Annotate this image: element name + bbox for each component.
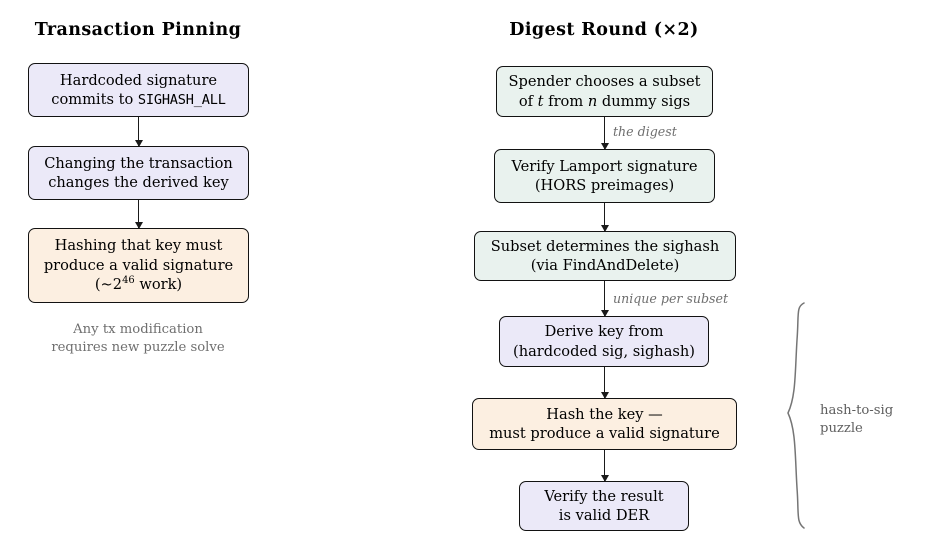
node-line-2: produce a valid signature [43,256,234,274]
arrow-right-2-to-3 [600,203,609,232]
right-heading-text: Digest Round [509,20,648,40]
node-spender-chooses-subset: Spender chooses a subset of t from n dum… [496,66,713,117]
right-column-heading: Digest Round (×2) [509,20,698,40]
arrow-right-1-to-2 [600,117,609,150]
node-line-2: of t from n dummy sigs [519,92,690,111]
line2-part-b: from [543,92,588,110]
node-line-2: commits to SIGHASH_ALL [51,90,226,109]
node-verify-valid-der: Verify the result is valid DER [519,481,689,531]
edge-label-unique-per-subset: unique per subset [613,291,729,306]
node-line-1: Changing the transaction [44,154,233,172]
arrow-left-2-to-3 [134,200,143,229]
node-line-1: Subset determines the sighash [490,237,720,255]
line2-part-c: dummy sigs [597,92,691,110]
node-line-1: Spender chooses a subset [508,73,701,91]
right-heading-multiplier: (×2) [653,20,699,40]
node-line-2: changes the derived key [48,174,229,191]
variable-t: t [537,92,544,110]
hash-to-sig-brace-icon [787,302,805,529]
left-column-caption: Any tx modification requires new puzzle … [51,321,224,357]
node-line-2: (hardcoded sig, sighash) [513,342,695,360]
arrow-right-4-to-5 [600,367,609,399]
brace-label-line-1: hash-to-sig [820,403,894,418]
node-line-1: Hashing that key must [54,237,223,255]
work-suffix: work) [134,276,183,294]
work-exponent: 46 [122,275,135,287]
caption-line-1: Any tx modification [73,322,203,337]
node-line-2: is valid DER [558,507,650,524]
node-line-1: Verify the result [544,487,664,505]
node-line-3: (∼246 work) [95,275,182,294]
node-line-2: (via FindAndDelete) [530,257,680,274]
arrow-right-5-to-6 [600,450,609,482]
node-line-1: Derive key from [544,323,664,341]
arrow-left-1-to-2 [134,117,143,147]
variable-n: n [587,92,598,110]
node-line-1: Hash the key — [546,405,663,423]
node-line-2-text: commits to [51,91,138,108]
left-column-heading: Transaction Pinning [34,20,242,40]
brace-label-line-2: puzzle [820,421,863,437]
caption-line-2: requires new puzzle solve [51,339,225,355]
node-line-1: Verify Lamport signature [511,157,698,175]
work-prefix: (∼2 [94,276,123,294]
node-line-2: must produce a valid signature [489,425,720,442]
node-verify-lamport-signature: Verify Lamport signature (HORS preimages… [494,149,715,203]
brace-label-hash-to-sig-puzzle: hash-to-sig puzzle [820,402,893,438]
node-line-1: Hardcoded signature [59,71,218,89]
line2-part-a: of [518,92,538,110]
node-changing-transaction: Changing the transaction changes the der… [28,146,249,200]
node-derive-key-from: Derive key from (hardcoded sig, sighash) [499,316,709,367]
node-hashing-key-valid-signature: Hashing that key must produce a valid si… [28,228,249,303]
node-subset-determines-sighash: Subset determines the sighash (via FindA… [474,231,736,281]
sighash-all-code: SIGHASH_ALL [137,92,226,108]
node-hardcoded-signature: Hardcoded signature commits to SIGHASH_A… [28,63,249,117]
arrow-right-3-to-4 [600,281,609,317]
edge-label-the-digest: the digest [613,124,677,139]
node-hash-the-key: Hash the key — must produce a valid sign… [472,398,737,450]
node-line-2: (HORS preimages) [534,177,675,194]
